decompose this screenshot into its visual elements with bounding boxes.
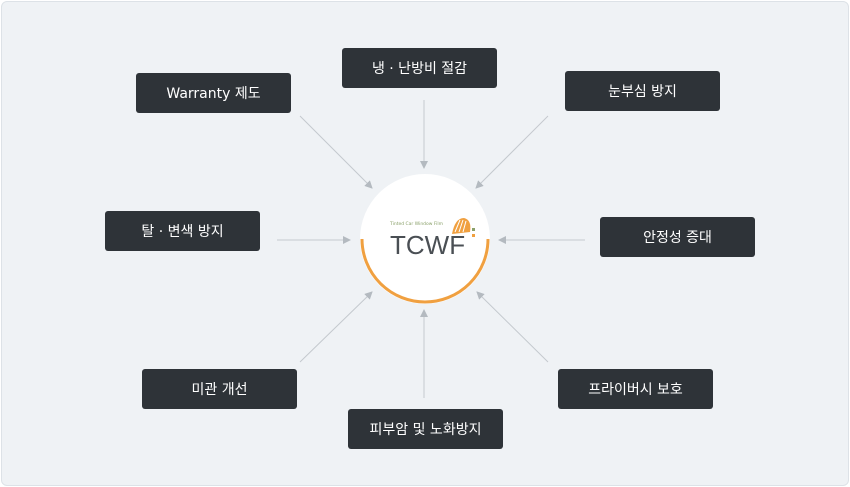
- center-circle: Tinted Car Window Film TCWF: [360, 174, 490, 304]
- benefit-label: 안정성 증대: [643, 230, 712, 246]
- logo-text: TCWF: [390, 230, 465, 260]
- tcwf-logo: Tinted Car Window Film TCWF: [360, 218, 490, 304]
- arrow-appearance: [299, 291, 373, 363]
- benefit-safety: 안정성 증대: [600, 217, 755, 257]
- benefit-appearance: 미관 개선: [142, 369, 297, 409]
- benefit-energy-saving: 냉 · 난방비 절감: [342, 48, 497, 88]
- orange-arc: [360, 238, 490, 304]
- arrow-privacy: [476, 291, 549, 363]
- benefit-fading-prevention: 탈 · 변색 방지: [105, 211, 260, 251]
- arrow-warranty: [299, 115, 373, 189]
- logo-tagline: Tinted Car Window Film: [389, 221, 443, 227]
- benefit-label: 눈부심 방지: [608, 84, 677, 100]
- benefit-glare-prevention: 눈부심 방지: [565, 71, 720, 111]
- benefit-warranty: Warranty 제도: [136, 73, 291, 113]
- benefit-label: 탈 · 변색 방지: [141, 224, 224, 240]
- benefit-label: 냉 · 난방비 절감: [371, 61, 468, 77]
- benefit-skin-protection: 피부암 및 노화방지: [348, 409, 503, 449]
- benefit-privacy: 프라이버시 보호: [558, 369, 713, 409]
- logo-shell-icon: [452, 218, 475, 237]
- benefit-label: 피부암 및 노화방지: [369, 422, 482, 438]
- arrow-glare: [475, 115, 549, 189]
- benefit-label: 프라이버시 보호: [588, 382, 683, 398]
- benefit-label: 미관 개선: [191, 382, 248, 398]
- benefit-label: Warranty 제도: [166, 86, 261, 102]
